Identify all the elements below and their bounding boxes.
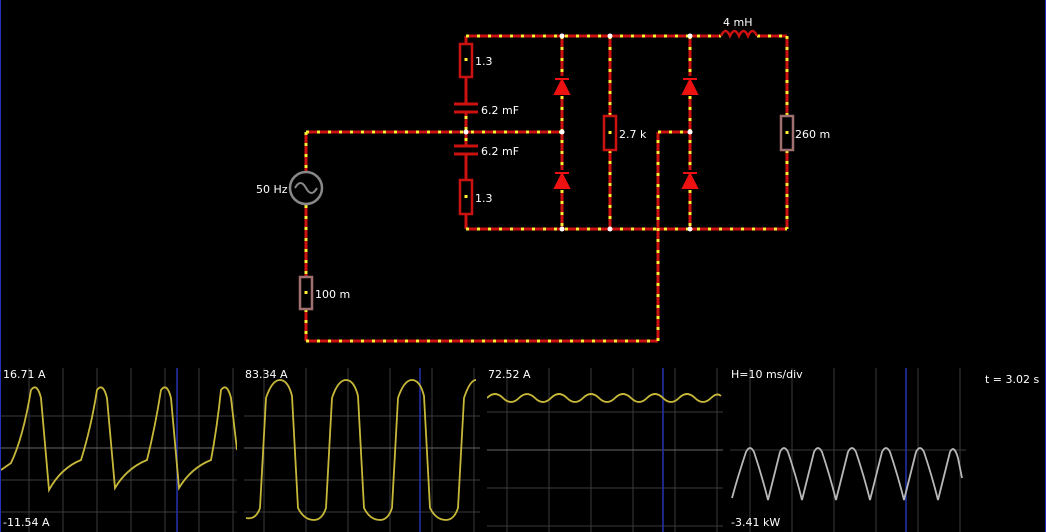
node <box>463 129 469 135</box>
diode-upper-right[interactable] <box>681 77 699 95</box>
junction-nodes <box>463 33 693 232</box>
resistor-bottom-label: 1.3 <box>475 192 493 205</box>
scope-4-min: -3.41 kW <box>731 516 781 529</box>
scope-1-grid <box>1 368 237 532</box>
scope-3-max: 72.52 A <box>488 368 531 381</box>
resistor-right-label: 260 m <box>795 128 830 141</box>
scope-4-plot <box>730 368 966 532</box>
scope-1[interactable]: 16.71 A -11.54 A <box>1 368 238 532</box>
capacitor-top[interactable]: 6.2 mF <box>454 100 519 117</box>
scope-2-trace <box>245 379 477 521</box>
diode-upper-left[interactable] <box>553 77 571 95</box>
node <box>559 33 565 39</box>
resistor-top[interactable]: 1.3 <box>458 42 493 79</box>
circuit-canvas[interactable]: 50 Hz 1.3 6.2 mF 6.2 mF 1.3 <box>1 0 1046 360</box>
resistor-lower-label: 100 m <box>315 288 350 301</box>
node <box>559 226 565 232</box>
resistor-right[interactable]: 260 m <box>779 114 830 152</box>
node <box>607 33 613 39</box>
scope-4-trace <box>731 447 963 501</box>
scope-4[interactable]: H=10 ms/div -3.41 kW <box>730 368 966 532</box>
scope-3-plot <box>486 368 723 532</box>
resistor-lower[interactable]: 100 m <box>298 275 350 311</box>
capacitor-bottom-label: 6.2 mF <box>481 145 519 158</box>
resistor-mid[interactable]: 2.7 k <box>602 114 647 152</box>
node <box>687 129 693 135</box>
scope-1-plot <box>1 368 238 532</box>
scope-1-min: -11.54 A <box>3 516 50 529</box>
inductor[interactable]: 4 mH <box>719 16 759 40</box>
inductor-label: 4 mH <box>723 16 752 29</box>
node <box>687 226 693 232</box>
scope-2-max: 83.34 A <box>245 368 288 381</box>
scope-4-max: H=10 ms/div <box>731 368 803 381</box>
scope-1-trace <box>1 386 238 494</box>
capacitor-bottom[interactable]: 6.2 mF <box>454 144 519 158</box>
node <box>687 33 693 39</box>
ac-source[interactable]: 50 Hz <box>256 170 324 206</box>
source-label: 50 Hz <box>256 183 288 196</box>
resistor-bottom[interactable]: 1.3 <box>458 178 493 216</box>
scope-2-plot <box>244 368 480 532</box>
time-readout: t = 3.02 s <box>985 373 1040 386</box>
scope-1-max: 16.71 A <box>3 368 46 381</box>
wires <box>304 34 789 343</box>
scope-2[interactable]: 83.34 A <box>244 368 480 532</box>
capacitor-top-label: 6.2 mF <box>481 104 519 117</box>
node <box>559 129 565 135</box>
current-dots <box>304 34 789 343</box>
diode-lower-left[interactable] <box>553 171 571 189</box>
resistor-mid-label: 2.7 k <box>619 128 647 141</box>
diode-lower-right[interactable] <box>681 171 699 189</box>
node <box>607 226 613 232</box>
scope-3[interactable]: 72.52 A <box>486 368 723 532</box>
resistor-top-label: 1.3 <box>475 55 493 68</box>
scope-3-trace <box>486 393 722 403</box>
